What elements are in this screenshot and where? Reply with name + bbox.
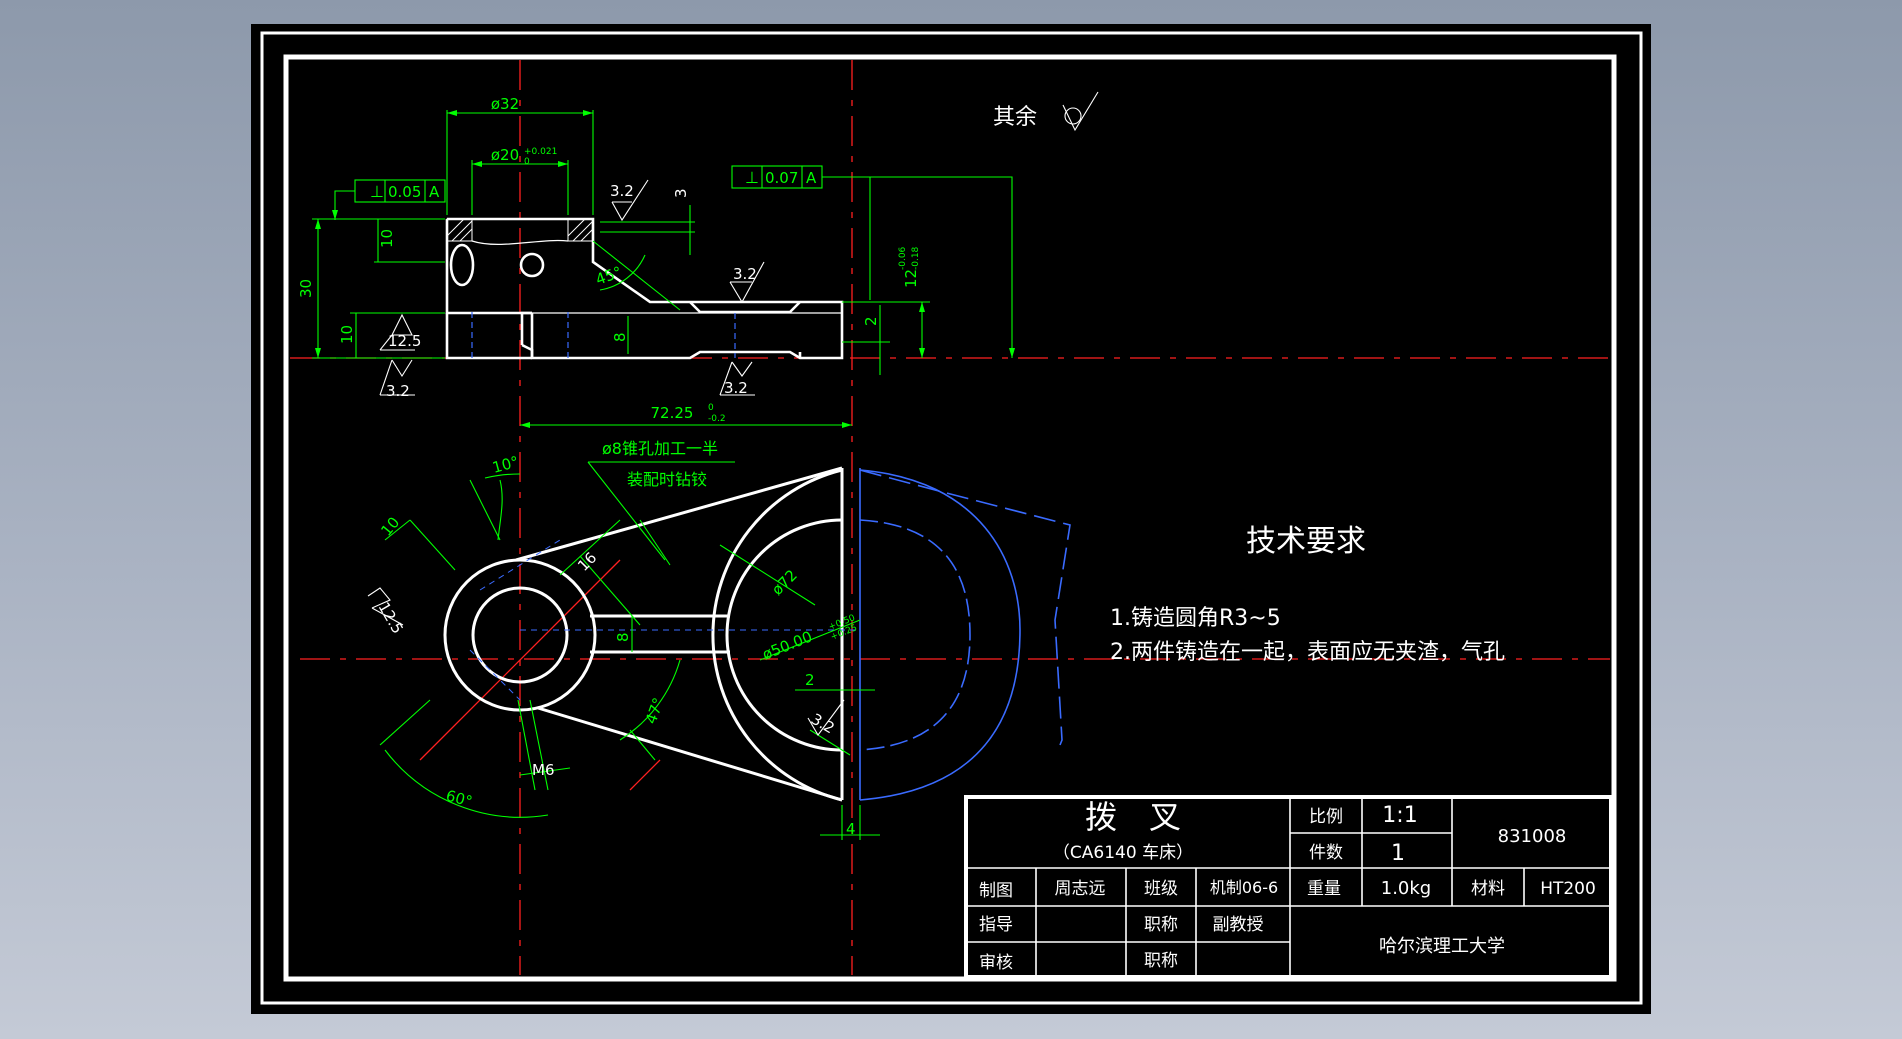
dimension-arrows xyxy=(315,110,1015,428)
roughness-label-top-c: 3.2 xyxy=(386,382,410,400)
school-name: 哈尔滨理工大学 xyxy=(1379,936,1505,957)
dim-7225-tol-low: -0.2 xyxy=(708,414,726,424)
perp1-symbol: ⊥ xyxy=(370,182,384,201)
mating-part-outline xyxy=(469,468,1071,801)
dim-d20: ø20 xyxy=(491,146,519,164)
top-view-hidden xyxy=(471,312,736,358)
thread-m6: M6 xyxy=(532,761,555,779)
dim-12: 12 xyxy=(902,269,920,288)
dimension-lines xyxy=(312,110,1013,840)
tech-requirement-2: 2.两件铸造在一起，表面应无夹渣，气孔 xyxy=(1110,640,1505,665)
quantity-value: 1 xyxy=(1391,841,1405,866)
dim-8-top: 8 xyxy=(611,332,629,342)
dim-12-tol-low: -0.18 xyxy=(911,246,921,270)
dim-12-tol-up: -0.06 xyxy=(898,246,908,270)
perp2-symbol: ⊥ xyxy=(745,168,759,187)
tech-requirements-title: 技术要求 xyxy=(1246,524,1366,559)
part-name: 拨 叉 xyxy=(1085,798,1181,836)
top-view xyxy=(445,217,844,360)
guide-label: 指导 xyxy=(979,915,1013,935)
section-hatch xyxy=(446,218,594,242)
dim-4: 4 xyxy=(846,820,856,838)
quantity-label: 件数 xyxy=(1309,843,1343,863)
title-value-1: 副教授 xyxy=(1213,915,1264,935)
dim-8-front: 8 xyxy=(614,632,632,642)
drawn-name: 周志远 xyxy=(1055,879,1106,899)
title-label-1: 职称 xyxy=(1144,915,1178,935)
note-taper-hole-1: ø8锥孔加工一半 xyxy=(602,439,718,458)
weight-value: 1.0kg xyxy=(1381,878,1431,899)
note-qiyu: 其余 xyxy=(993,105,1037,130)
scale-label: 比例 xyxy=(1309,807,1343,827)
dim-d20-tol-up: +0.021 xyxy=(524,147,557,157)
material-label: 材料 xyxy=(1471,879,1505,899)
roughness-label-125-a: 12.5 xyxy=(388,332,421,350)
dim-2-front: 2 xyxy=(805,671,815,689)
material-value: HT200 xyxy=(1540,879,1596,899)
dim-10-top: 10 xyxy=(378,229,396,248)
title-block: 拨 叉 （CA6140 车床） 比例 1:1 件数 1 831008 制图 周志… xyxy=(964,795,1613,979)
roughness-symbols xyxy=(367,91,1099,736)
tech-requirement-1: 1.铸造圆角R3~5 xyxy=(1110,606,1281,631)
roughness-label-top-b: 3.2 xyxy=(733,265,757,283)
drawn-label: 制图 xyxy=(979,881,1013,901)
centerline-diag1 xyxy=(419,559,621,761)
centerlines xyxy=(290,60,1610,975)
drawing-code: 831008 xyxy=(1498,826,1567,847)
centerline-diag2 xyxy=(629,759,661,791)
title-label-2: 职称 xyxy=(1144,951,1178,971)
dim-d32: ø32 xyxy=(491,95,519,113)
scale-value: 1:1 xyxy=(1382,803,1417,828)
perp2-tolerance: 0.07 xyxy=(765,169,798,187)
perp2-datum: A xyxy=(806,169,817,187)
dim-30: 30 xyxy=(297,279,315,298)
review-label: 审核 xyxy=(979,953,1013,973)
dim-d20-tol-low: 0 xyxy=(524,157,530,167)
top-view-outline xyxy=(445,217,844,360)
perp1-tolerance: 0.05 xyxy=(388,183,421,201)
part-subtitle: （CA6140 车床） xyxy=(1053,843,1193,863)
roughness-label-top-d: 3.2 xyxy=(724,379,748,397)
class-value: 机制06-6 xyxy=(1210,878,1278,897)
weight-label: 重量 xyxy=(1307,879,1341,899)
roughness-label-top-a: 3.2 xyxy=(610,182,634,200)
class-label: 班级 xyxy=(1144,879,1178,899)
notes: 其余 技术要求 1.铸造圆角R3~5 2.两件铸造在一起，表面应无夹渣，气孔 xyxy=(993,105,1505,665)
perp1-datum: A xyxy=(429,183,440,201)
dim-3: 3 xyxy=(672,188,690,198)
inner-frame xyxy=(283,54,1617,982)
note-taper-hole-2: 装配时钻铰 xyxy=(627,470,707,489)
dim-2-top: 2 xyxy=(862,316,880,326)
front-view xyxy=(443,466,1071,802)
outer-border xyxy=(260,31,1643,1005)
dim-7225: 72.25 xyxy=(651,404,694,422)
dim-7225-tol-up: 0 xyxy=(708,403,714,413)
dim-10-bottom: 10 xyxy=(338,325,356,344)
